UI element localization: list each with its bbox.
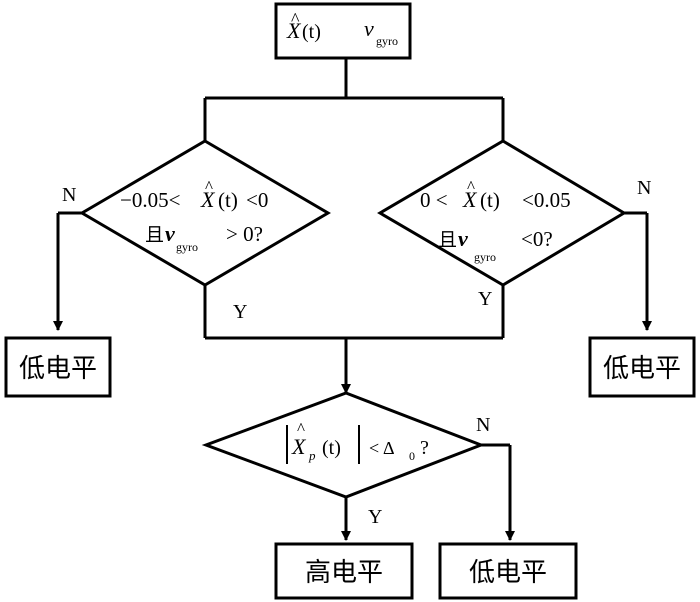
output-right-low-label: 低电平	[603, 354, 681, 384]
label-n-bottom: N	[476, 414, 490, 436]
bottom-decision: ^ X p (t) < Δ 0 ?	[201, 391, 486, 499]
start-box-x-hat: X	[286, 18, 302, 43]
label-y-bottom: Y	[368, 506, 382, 528]
right-decision-t-arg: (t)	[480, 188, 500, 212]
right-decision-v: v	[458, 226, 468, 251]
output-bottom-low-frame	[438, 542, 578, 600]
right-decision-line1-prefix: 0 <	[420, 188, 448, 212]
bottom-decision-t-arg: (t)	[322, 437, 341, 459]
branch-labels: N N N Y Y Y	[62, 177, 651, 528]
left-decision-line1-suffix: <0	[246, 188, 268, 212]
left-decision-diamond	[79, 139, 331, 287]
label-y-right: Y	[478, 288, 492, 310]
bottom-decision-q: ?	[420, 437, 429, 459]
output-bottom-high: 高电平	[274, 542, 414, 600]
bottom-decision-hat: ^	[297, 419, 305, 438]
start-box-frame	[274, 2, 412, 60]
output-left-low-frame	[4, 336, 112, 398]
start-box-gyro: gyro	[376, 34, 398, 48]
start-box-t-arg: (t)	[302, 21, 321, 43]
connectors	[53, 58, 652, 541]
start-box: ^ X (t) v gyro	[274, 2, 412, 60]
label-y-left: Y	[233, 301, 247, 323]
left-decision-and: 且	[145, 224, 164, 246]
output-bottom-high-frame	[274, 542, 414, 600]
left-decision: −0.05< ^ X (t) <0 且 v gyro > 0?	[79, 139, 331, 287]
right-decision-line2-suffix: <0?	[521, 227, 553, 251]
bottom-decision-zero: 0	[409, 449, 415, 463]
output-right-low-frame	[588, 336, 696, 398]
right-decision-hat: ^	[467, 177, 475, 196]
label-n-right: N	[637, 177, 651, 199]
left-decision-line1-prefix: −0.05<	[120, 188, 180, 212]
bottom-decision-x-hat: X	[291, 434, 307, 459]
bottom-decision-p: p	[308, 448, 316, 463]
left-decision-gyro: gyro	[176, 240, 198, 254]
label-n-left: N	[62, 184, 76, 206]
output-bottom-low: 低电平	[438, 542, 578, 600]
right-decision: 0 < ^ X (t) <0.05 且 v gyro <0?	[377, 139, 627, 287]
start-box-hat: ^	[291, 9, 300, 29]
output-bottom-low-label: 低电平	[469, 558, 547, 588]
output-bottom-high-label: 高电平	[305, 558, 383, 588]
left-decision-line2-suffix: > 0?	[226, 222, 263, 246]
left-decision-x-hat: X	[200, 187, 216, 212]
bottom-decision-delta: Δ	[383, 438, 395, 458]
right-decision-x-hat: X	[462, 187, 478, 212]
output-left-low: 低电平	[4, 336, 112, 398]
left-decision-v: v	[165, 221, 175, 246]
left-decision-hat: ^	[205, 177, 213, 196]
output-right-low: 低电平	[588, 336, 696, 398]
right-decision-gyro: gyro	[474, 250, 496, 264]
output-left-low-label: 低电平	[19, 354, 97, 384]
right-decision-diamond	[377, 139, 627, 287]
right-decision-line1-suffix: <0.05	[522, 188, 571, 212]
left-decision-t-arg: (t)	[218, 188, 238, 212]
bottom-decision-lt: <	[369, 438, 379, 458]
start-box-v: v	[364, 16, 374, 41]
right-decision-and: 且	[438, 229, 457, 251]
bottom-decision-diamond	[201, 391, 486, 499]
